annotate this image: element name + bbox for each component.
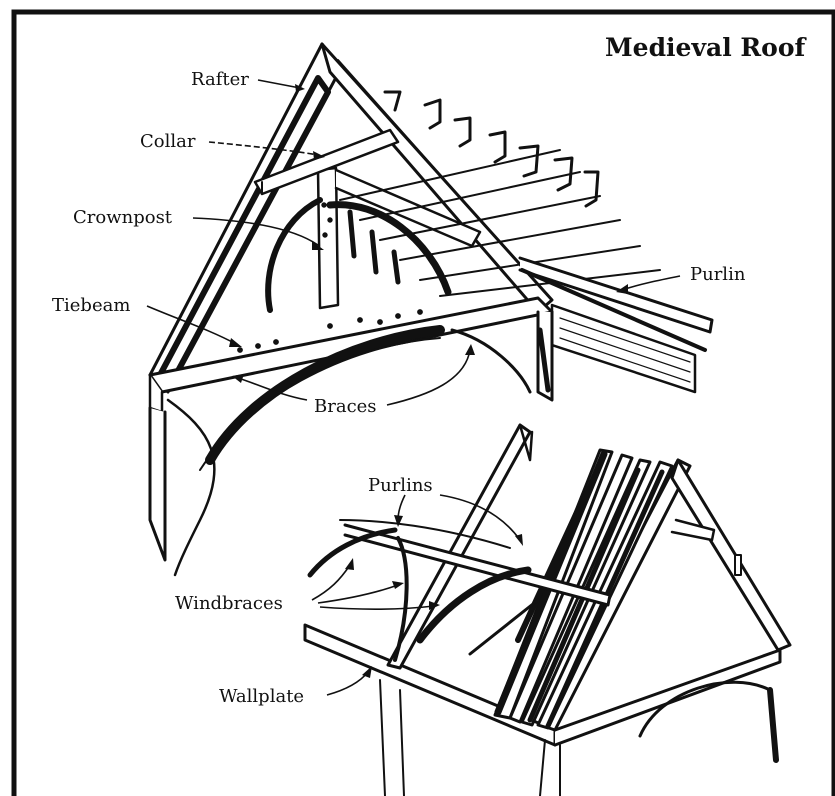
crownpost xyxy=(318,168,338,308)
tiebeam-brace-left xyxy=(168,400,214,575)
gable-right-rafter xyxy=(672,460,790,650)
label-purlin: Purlin xyxy=(690,266,745,284)
tiebeam-brace-right xyxy=(452,330,530,392)
label-rafter: Rafter xyxy=(191,71,249,89)
label-collar: Collar xyxy=(140,133,195,151)
label-crownpost: Crownpost xyxy=(73,209,172,227)
label-wallplate: Wallplate xyxy=(219,688,304,706)
diagram-title: Medieval Roof xyxy=(605,33,805,62)
label-windbraces: Windbraces xyxy=(175,595,283,613)
label-tiebeam: Tiebeam xyxy=(52,297,130,315)
left-post xyxy=(150,408,165,560)
label-purlins: Purlins xyxy=(368,477,433,495)
label-braces: Braces xyxy=(314,398,377,416)
